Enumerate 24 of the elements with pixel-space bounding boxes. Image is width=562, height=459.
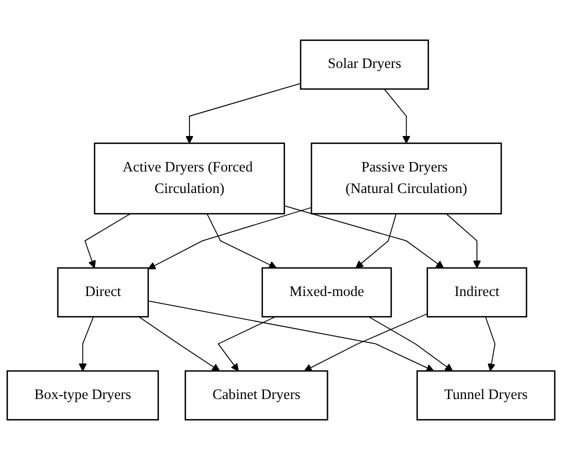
arrow [148, 300, 434, 372]
node-box: Active Dryers (Forced Circulation) [94, 142, 286, 214]
arrow [148, 206, 312, 269]
node-box: Solar Dryers [300, 39, 429, 90]
node-box: Tunnel Dryers [416, 370, 556, 420]
arrow [304, 312, 428, 371]
arrow [218, 316, 276, 371]
arrow [485, 316, 496, 371]
node-box: Box-type Dryers [6, 370, 159, 420]
arrow [84, 212, 131, 268]
node-box: Cabinet Dryers [184, 370, 328, 420]
node-box: Indirect [426, 266, 528, 317]
arrow [206, 212, 277, 268]
arrow [356, 212, 397, 268]
arrow [368, 316, 453, 371]
node-box: Passive Dryers (Natural Circulation) [310, 142, 502, 214]
arrow [78, 316, 94, 371]
arrow [138, 316, 220, 371]
node-box: Mixed-mode [262, 266, 392, 317]
arrow [185, 82, 302, 144]
arrow [284, 204, 444, 268]
arrow [446, 212, 481, 268]
node-box: Direct [57, 266, 149, 317]
arrow [384, 88, 410, 144]
